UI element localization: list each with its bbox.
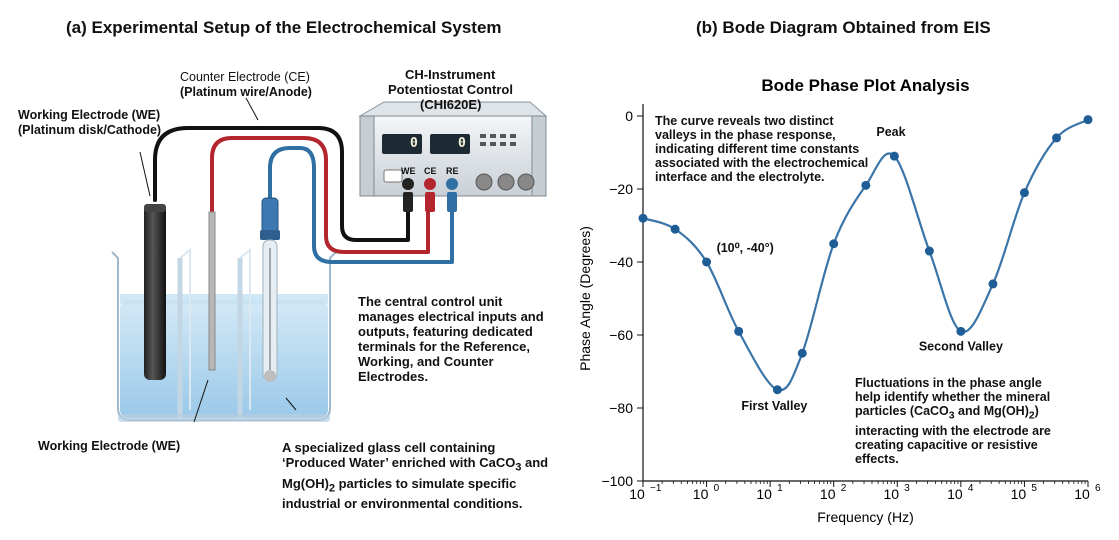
terminal-label-we: WE	[401, 166, 416, 176]
data-point	[1052, 133, 1062, 143]
ce-label: Counter Electrode (CE)	[180, 70, 310, 84]
y-tick-label: −80	[609, 400, 633, 416]
x-tick-label: 10	[1011, 486, 1027, 502]
ce-terminal	[424, 178, 436, 190]
y-tick-label: −40	[609, 254, 633, 270]
data-point	[1083, 115, 1093, 125]
cell-pointer	[285, 397, 297, 411]
terminal-label-re: RE	[446, 166, 459, 176]
we-bottom-label: Working Electrode (WE)	[38, 439, 181, 453]
data-point	[988, 279, 998, 289]
chart-note-bottom: Fluctuations in the phase angle help ide…	[855, 376, 1051, 466]
y-tick-label: −60	[609, 327, 633, 343]
we-pointer	[139, 151, 151, 197]
y-tick-label: 0	[625, 108, 633, 124]
y-tick-label: −20	[609, 181, 633, 197]
x-tick-exponent: −1	[650, 483, 662, 494]
data-point	[956, 326, 966, 336]
terminal-label-ce: CE	[424, 166, 437, 176]
x-tick-exponent: 3	[904, 483, 910, 494]
x-tick-exponent: 4	[968, 483, 974, 494]
potentiostat-device	[358, 101, 548, 212]
x-tick-label: 10	[629, 486, 645, 502]
display-readout-2: 0	[458, 136, 466, 151]
we-terminal	[402, 178, 414, 190]
data-point	[734, 326, 744, 336]
counter-electrode-wire	[208, 211, 216, 371]
data-point	[797, 348, 807, 358]
data-point	[889, 151, 899, 161]
x-tick-exponent: 6	[1095, 483, 1101, 494]
x-tick-label: 10	[756, 486, 772, 502]
x-tick-label: 10	[820, 486, 836, 502]
re-terminal	[446, 178, 458, 190]
control-unit-note: The central control unit manages electri…	[358, 294, 544, 384]
blue-lead	[268, 146, 454, 264]
x-tick-exponent: 0	[714, 483, 720, 494]
black-lead	[153, 126, 410, 242]
x-tick-exponent: 2	[841, 483, 847, 494]
y-axis-label: Phase Angle (Degrees)	[577, 226, 593, 371]
y-tick-label: −100	[601, 473, 633, 489]
chart-annotation: (10⁰, -40°)	[717, 241, 774, 255]
chart-annotation: Second Valley	[919, 339, 1003, 353]
right-panel-title: (b) Bode Diagram Obtained from EIS	[696, 18, 991, 37]
left-panel-title: (a) Experimental Setup of the Electroche…	[66, 18, 502, 37]
data-point	[670, 224, 680, 234]
instrument-label: CH-Instrument	[405, 67, 496, 82]
data-point	[924, 246, 934, 256]
ce-pointer	[245, 97, 259, 121]
working-electrode-rod	[144, 204, 166, 380]
ce-sublabel: (Platinum wire/Anode)	[180, 85, 312, 99]
chart-annotation: Peak	[876, 125, 905, 139]
data-point	[702, 257, 712, 267]
we-bottom-pointer	[193, 379, 209, 423]
reference-electrode	[260, 197, 280, 382]
x-tick-label: 10	[883, 486, 899, 502]
we-top-sublabel: (Platinum disk/Cathode)	[18, 123, 162, 137]
instrument-label-2: Potentiostat Control	[388, 82, 513, 97]
chart-annotation: First Valley	[741, 399, 807, 413]
x-tick-exponent: 5	[1031, 483, 1037, 494]
we-top-label: Working Electrode (WE)	[18, 108, 161, 122]
x-axis-label: Frequency (Hz)	[817, 509, 913, 525]
chart-note-top: The curve reveals two distinct valleys i…	[655, 114, 869, 184]
x-tick-label: 10	[693, 486, 709, 502]
data-point	[638, 213, 648, 223]
x-tick-label: 10	[947, 486, 963, 502]
x-tick-label: 10	[1074, 486, 1090, 502]
x-tick-exponent: 1	[777, 483, 783, 494]
red-lead	[210, 136, 430, 254]
data-point	[861, 180, 871, 190]
data-point	[1019, 188, 1029, 198]
data-point	[829, 239, 839, 249]
instrument-label-3: (CHI620E)	[420, 97, 482, 112]
chart-title: Bode Phase Plot Analysis	[761, 76, 969, 95]
glass-cell-note: A specialized glass cell containing ‘Pro…	[282, 440, 549, 512]
display-readout-1: 0	[410, 136, 418, 151]
data-point	[772, 385, 782, 395]
